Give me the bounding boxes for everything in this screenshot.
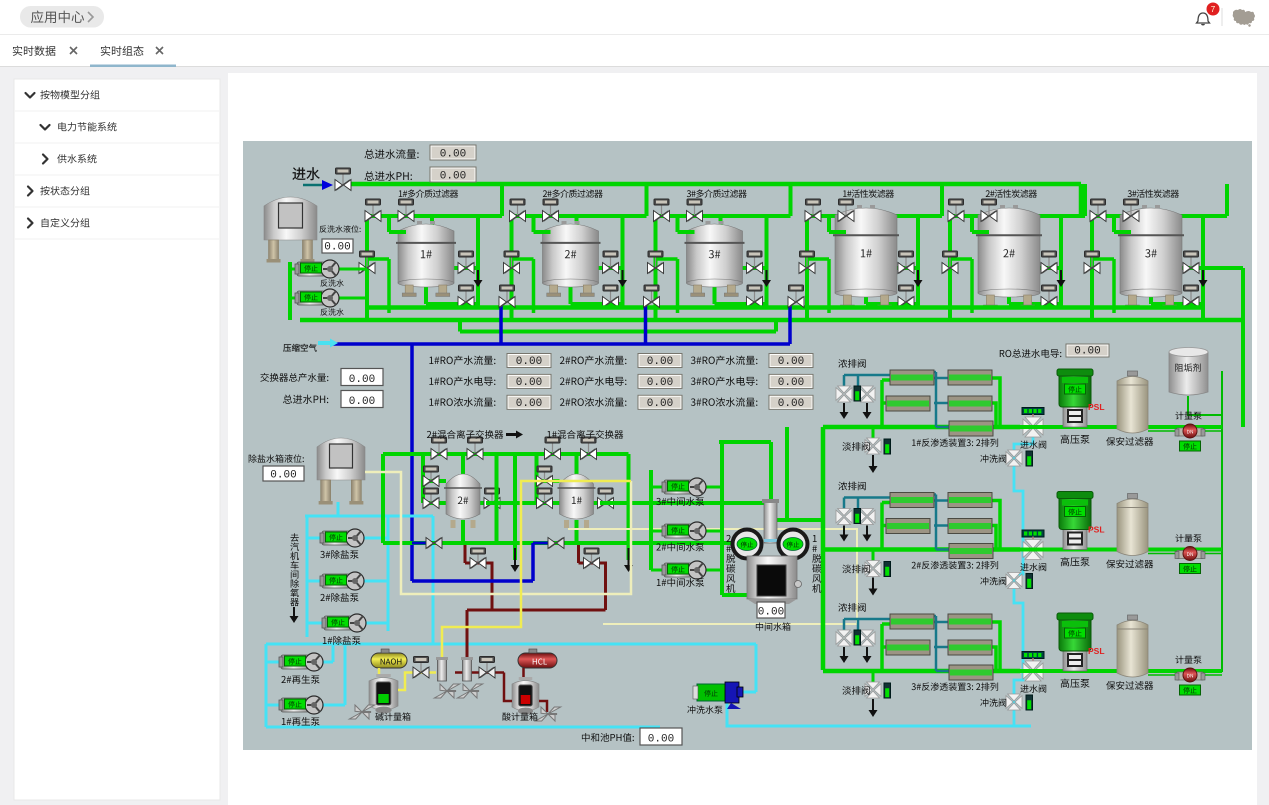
svg-text:PSL: PSL [1088,646,1105,656]
svg-text:0.00: 0.00 [440,149,466,161]
svg-text:0.00: 0.00 [647,398,673,410]
svg-text:0.00: 0.00 [778,377,804,389]
svg-text:0.00: 0.00 [349,396,375,408]
svg-text:0.00: 0.00 [324,242,350,254]
svg-text:0.00: 0.00 [516,377,542,389]
svg-text:0.00: 0.00 [516,356,542,368]
svg-text:0.00: 0.00 [647,377,673,389]
svg-text:0.00: 0.00 [516,398,542,410]
svg-text:0.00: 0.00 [270,470,296,482]
svg-text:0.00: 0.00 [778,356,804,368]
svg-text:0.00: 0.00 [778,398,804,410]
svg-text:PSL: PSL [1088,402,1105,412]
svg-text:0.00: 0.00 [349,374,375,386]
svg-text:7: 7 [1211,5,1216,14]
svg-text:PSL: PSL [1088,525,1105,535]
svg-text:0.00: 0.00 [648,734,674,746]
svg-text:0.00: 0.00 [1074,346,1100,358]
svg-text:0.00: 0.00 [647,356,673,368]
svg-text:0.00: 0.00 [758,607,784,619]
svg-text:0.00: 0.00 [440,171,466,183]
